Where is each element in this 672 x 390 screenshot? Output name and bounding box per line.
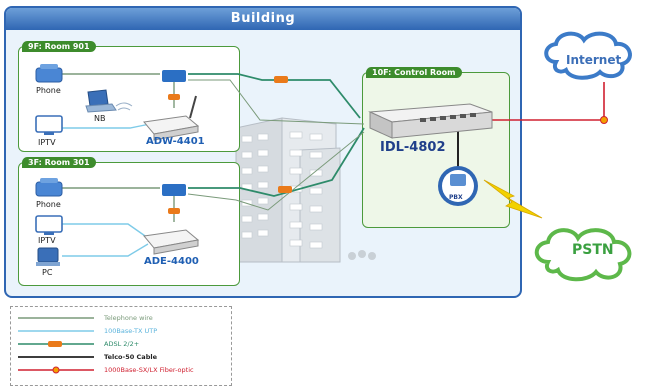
idl-4802-chassis-icon — [368, 103, 493, 139]
building-title-bar — [6, 8, 520, 30]
router-adw-icon — [115, 95, 200, 141]
internet-cloud-icon — [544, 31, 632, 80]
router-ade-icon — [143, 229, 200, 255]
adsl-connector-icons — [168, 76, 292, 214]
room-301-tab: 3F: Room 301 — [22, 157, 96, 168]
phone-901-label: Phone — [36, 86, 61, 95]
pbx-label: PBX — [449, 194, 463, 201]
splitter-301-icon — [162, 184, 186, 196]
room-901 — [18, 46, 240, 152]
room-control-tab: 10F: Control Room — [366, 67, 462, 78]
iptv-301-icon — [35, 215, 63, 235]
phone-301-label: Phone — [36, 200, 61, 209]
phone-301-icon — [35, 178, 63, 197]
room-control — [362, 72, 510, 228]
adw-4401-label: ADW-4401 — [146, 136, 205, 147]
phone-901-icon — [35, 64, 63, 83]
pstn-cloud-icon — [534, 228, 632, 282]
building-title: Building — [230, 11, 296, 26]
legend-telephone-label: Telephone wire — [104, 314, 153, 322]
legend-adsl-label: ADSL 2/2+ — [104, 340, 140, 348]
idl-4802-label: IDL-4802 — [380, 140, 446, 155]
nb-label: NB — [94, 114, 106, 123]
laptop-nb-icon — [85, 89, 117, 113]
iptv-301-label: IPTV — [38, 236, 56, 245]
iptv-901-label: IPTV — [38, 138, 56, 147]
legend-box — [10, 306, 232, 386]
internet-label: Internet — [566, 53, 622, 67]
ade-4400-label: ADE-4400 — [144, 256, 199, 267]
pc-icon — [36, 247, 60, 266]
legend-fiber-label: 1000Base-SX/LX Fiber-optic — [104, 366, 194, 374]
pstn-label: PSTN — [572, 242, 614, 258]
legend-utp-label: 100Base-TX UTP — [104, 327, 158, 335]
splitter-901-icon — [162, 70, 186, 82]
pc-label: PC — [42, 268, 53, 277]
legend-telco-label: Telco-50 Cable — [104, 353, 157, 361]
room-901-tab: 9F: Room 901 — [22, 41, 96, 52]
iptv-901-icon — [35, 115, 63, 135]
pbx-icon — [438, 166, 478, 206]
